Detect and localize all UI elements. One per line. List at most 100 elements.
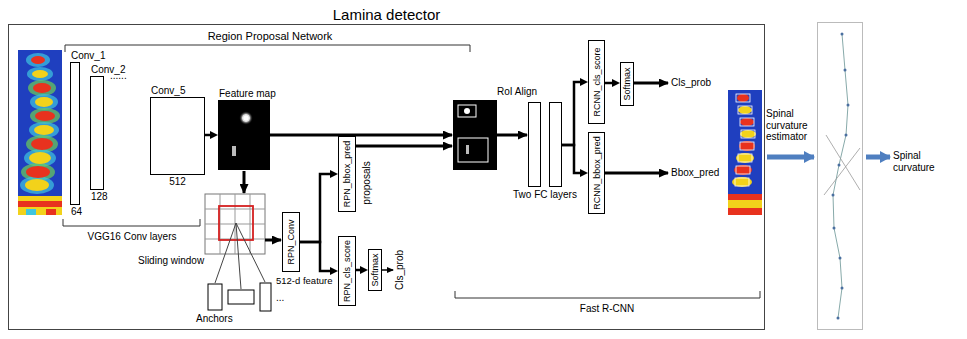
connector	[300, 242, 338, 275]
node-label: Conv_5	[151, 85, 185, 97]
illustration-part	[832, 194, 835, 197]
connector-line	[605, 82, 613, 85]
flow-arrow	[866, 155, 890, 160]
layer-box: RCNN_cls_score	[588, 40, 605, 124]
arrow-head	[360, 266, 368, 274]
arrow-head	[210, 131, 218, 139]
illustration-part	[34, 125, 54, 135]
illustration-part	[33, 83, 51, 93]
illustration-part	[228, 290, 254, 304]
layer-box: RPN_cls_score	[338, 236, 356, 306]
illustration-part	[740, 142, 754, 150]
node-label: RPN_cls_score	[342, 240, 352, 302]
illustration-part	[35, 111, 55, 121]
illustration-part	[215, 223, 236, 283]
annotation-label: Spinal curvature	[893, 150, 963, 173]
flow-arrow	[356, 145, 452, 148]
input-spine-image	[18, 50, 62, 215]
connector-line	[300, 174, 331, 242]
feature-map-image	[218, 100, 270, 170]
layer-box: Softmax	[368, 249, 382, 291]
illustration-part	[833, 227, 836, 230]
illustration-part	[844, 69, 847, 72]
connector	[562, 145, 588, 177]
illustration-part	[20, 176, 54, 194]
illustration-part	[824, 148, 860, 195]
illustration-part	[740, 130, 756, 138]
arrow-head	[612, 79, 620, 87]
illustration-part	[734, 165, 752, 175]
illustration-part	[728, 208, 762, 215]
illustration-part	[18, 207, 62, 215]
feature-map-box: Feature map	[218, 100, 270, 170]
illustration-part	[236, 223, 241, 289]
connector-line	[562, 82, 581, 145]
node-label: RPN_Conv	[286, 219, 296, 264]
illustration-part	[208, 284, 222, 310]
illustration-part	[46, 209, 56, 215]
node-label: Lamina detector	[333, 6, 441, 23]
detector-frame: Lamina detectorConv_164Conv_2128Conv_551…	[8, 24, 765, 330]
roi-feature-map-image	[453, 100, 497, 170]
illustration-part	[845, 134, 848, 137]
illustration-part	[464, 108, 470, 114]
node-label: 64	[71, 206, 82, 218]
illustration-part	[841, 33, 844, 36]
illustration-part	[458, 105, 476, 117]
output-spine-image	[728, 90, 762, 215]
illustration-part	[826, 135, 860, 190]
illustration-part	[29, 152, 51, 164]
illustration-part	[31, 138, 53, 150]
illustration-part	[205, 194, 265, 254]
illustration-part	[832, 33, 850, 320]
illustration-part	[26, 53, 50, 67]
illustration-part	[728, 200, 762, 208]
illustration-part	[63, 219, 200, 226]
node-label: Conv_1	[71, 50, 105, 62]
layer-box: RPN_Conv	[282, 212, 300, 272]
illustration-part	[841, 287, 844, 290]
illustration-part	[740, 118, 754, 126]
annotation-label: Region Proposal Network	[208, 30, 333, 43]
illustration-part	[455, 291, 760, 298]
illustration-part	[728, 194, 762, 200]
illustration-part	[244, 116, 249, 121]
illustration-part	[18, 50, 62, 215]
fc-layer-bars	[529, 103, 562, 187]
conv-layer-box: Conv_2128	[90, 76, 104, 190]
flow-arrow	[382, 269, 393, 271]
node-label: RCNN_bbox_pred	[591, 136, 601, 210]
sliding-window-grid	[205, 194, 265, 254]
annotation-label: proposals	[361, 161, 373, 204]
illustration-part	[31, 56, 45, 64]
illustration-part	[738, 154, 752, 162]
illustration-part	[838, 164, 841, 167]
illustration-part	[32, 70, 48, 78]
illustration-part	[735, 94, 755, 186]
connector	[356, 266, 368, 274]
annotation-label: ......	[110, 70, 127, 82]
illustration-part	[28, 80, 56, 96]
illustration-part	[239, 111, 253, 125]
illustration-part	[736, 166, 750, 174]
flow-arrow	[265, 239, 281, 242]
illustration-part	[18, 201, 62, 207]
illustration-part	[740, 118, 754, 126]
illustration-part	[728, 90, 762, 215]
illustration-part	[260, 283, 271, 311]
illustration-part	[466, 145, 469, 154]
illustration-part	[236, 223, 265, 282]
annotation-label: ...	[276, 292, 284, 304]
illustration-part	[232, 146, 236, 156]
node-label: Softmax	[622, 67, 632, 100]
layer-box: RCNN_bbox_pred	[588, 132, 605, 214]
arrow-head	[580, 78, 588, 86]
connector-line	[562, 145, 581, 173]
illustration-part	[27, 67, 53, 81]
flow-arrow	[634, 82, 668, 85]
node-label: Softmax	[370, 253, 380, 286]
node-label: RPN_bbox_pred	[342, 141, 352, 208]
